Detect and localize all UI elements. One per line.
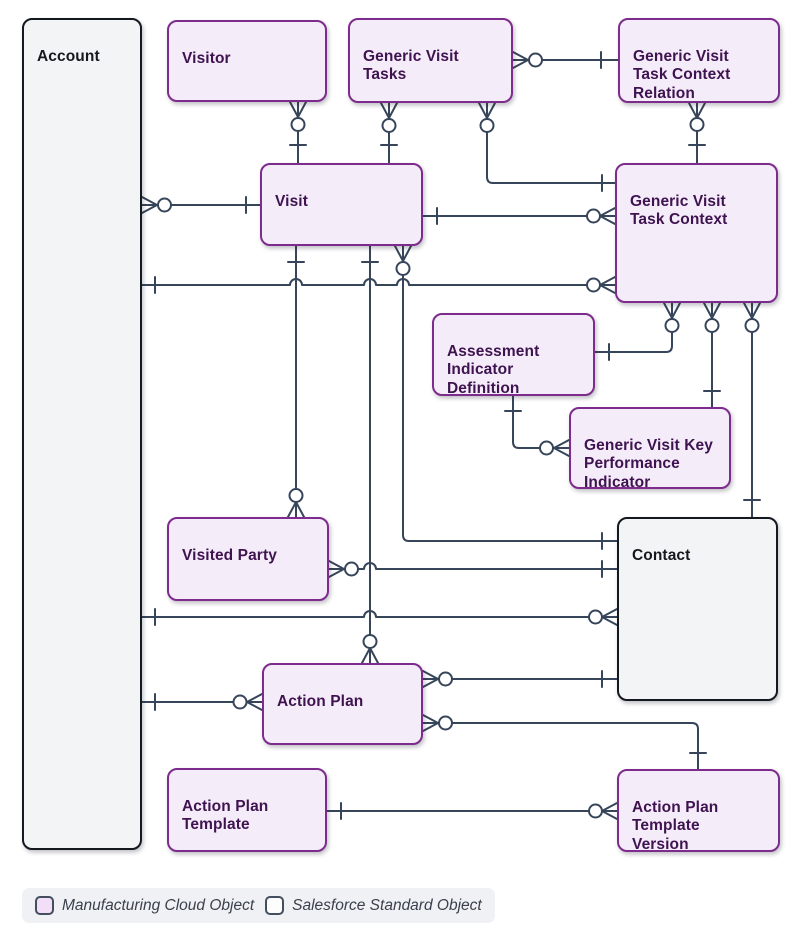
entity-generic-visit-task-context-label: Generic Visit Task Context [630, 192, 728, 229]
entity-action-plan-template: Action Plan Template [167, 768, 327, 852]
manufacturing-cloud-swatch-icon [35, 896, 54, 915]
entity-generic-visit-tasks: Generic Visit Tasks [348, 18, 513, 103]
entity-assessment-indicator-definition: Assessment Indicator Definition [432, 313, 595, 397]
entity-generic-visit-task-context: Generic Visit Task Context [615, 163, 778, 303]
entity-generic-visit-task-context-relation-label: Generic Visit Task Context Relation [633, 47, 731, 102]
salesforce-standard-swatch-icon [265, 896, 285, 915]
rel-account-visit [141, 196, 261, 214]
rel-context-relation-task-context [688, 102, 706, 164]
rel-assessment-indicator-kpi [504, 395, 570, 457]
rel-generic-visit-tasks-task-context [478, 102, 616, 192]
rel-visit-task-context [422, 207, 616, 225]
entity-assessment-indicator-definition-label: Assessment Indicator Definition [447, 342, 540, 397]
entity-action-plan-template-version-label: Action Plan Template Version [632, 798, 719, 853]
entity-action-plan: Action Plan [262, 663, 423, 745]
rel-account-action-plan [141, 693, 263, 711]
entity-visit-label: Visit [275, 192, 308, 210]
rel-action-plan-template-version [422, 714, 707, 770]
rel-visited-party-contact [328, 560, 618, 578]
rel-task-context-assessment-indicator [594, 302, 681, 361]
rel-account-task-context [141, 276, 616, 294]
legend-label-manufacturing-cloud: Manufacturing Cloud Object [62, 896, 255, 914]
entity-generic-visit-key-performance-indicator: Generic Visit Key Performance Indicator [569, 407, 731, 491]
entity-visited-party-label: Visited Party [182, 546, 277, 564]
entity-generic-visit-key-performance-indicator-label: Generic Visit Key Performance Indicator [584, 436, 713, 491]
rel-visitor-visit [289, 101, 307, 164]
entity-action-plan-template-label: Action Plan Template [182, 797, 269, 834]
rel-visit-contact [394, 245, 618, 550]
rel-generic-visit-tasks-context-relation [512, 51, 619, 69]
rel-visit-visited-party [287, 245, 305, 518]
entity-contact-label: Contact [632, 546, 691, 564]
rel-task-context-kpi [703, 302, 721, 408]
rel-generic-visit-tasks-visit [380, 102, 398, 164]
entity-contact: Contact [617, 517, 778, 701]
entity-action-plan-label: Action Plan [277, 692, 364, 710]
rel-template-template-version [326, 802, 618, 820]
entity-account: Account [22, 18, 142, 850]
entity-generic-visit-tasks-label: Generic Visit Tasks [363, 47, 459, 84]
entity-generic-visit-task-context-relation: Generic Visit Task Context Relation [618, 18, 780, 103]
legend: Manufacturing Cloud Object Salesforce St… [22, 888, 495, 923]
entity-visitor: Visitor [167, 20, 327, 102]
rel-account-contact [141, 608, 618, 626]
legend-item-manufacturing-cloud: Manufacturing Cloud Object [35, 896, 254, 915]
rel-action-plan-contact [422, 670, 618, 688]
rel-task-context-contact [743, 302, 761, 518]
entity-visitor-label: Visitor [182, 49, 231, 67]
legend-label-salesforce-standard: Salesforce Standard Object [292, 896, 482, 914]
entity-account-label: Account [37, 47, 100, 65]
legend-item-salesforce-standard: Salesforce Standard Object [265, 896, 482, 915]
entity-action-plan-template-version: Action Plan Template Version [617, 769, 780, 853]
rel-visit-action-plan [361, 245, 379, 664]
entity-visit: Visit [260, 163, 423, 246]
entity-visited-party: Visited Party [167, 517, 329, 601]
